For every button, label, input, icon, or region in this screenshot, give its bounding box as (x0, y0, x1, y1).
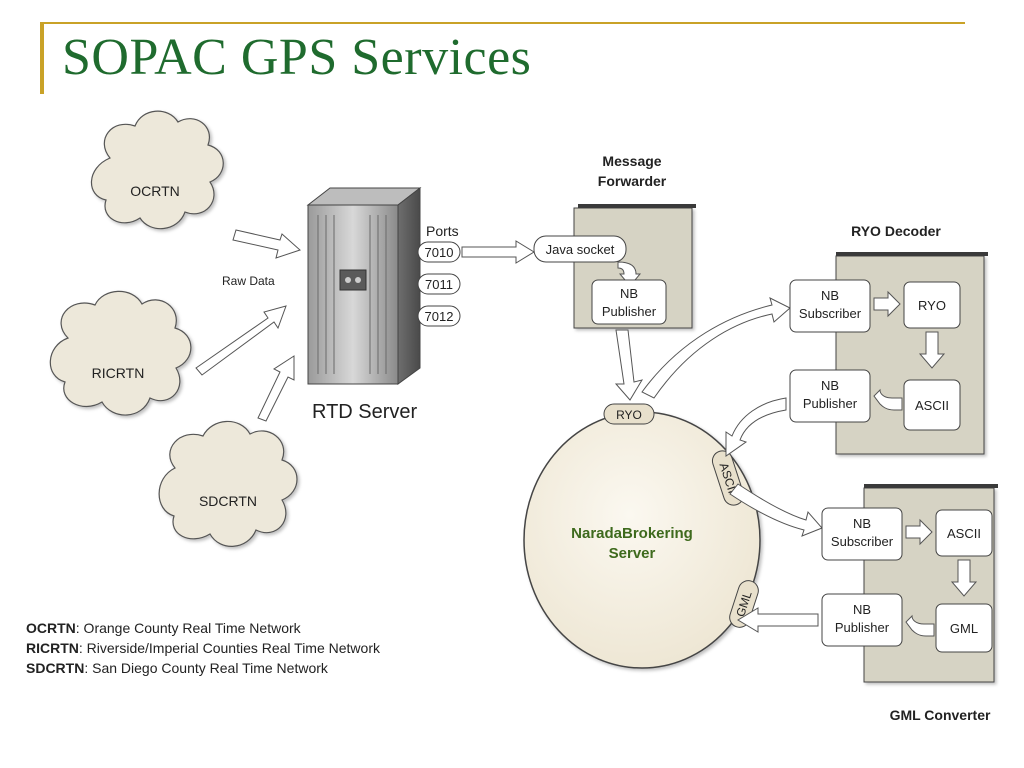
arrow-publisher-to-narada (614, 329, 644, 401)
gml-nb-subscriber-box: NB Subscriber (821, 507, 903, 561)
svg-text:Subscriber: Subscriber (831, 534, 894, 549)
svg-text:Subscriber: Subscriber (799, 306, 862, 321)
narada-label-line1: NaradaBrokering (571, 525, 693, 542)
arrow-ryo-subscriber-to-ryo (873, 290, 901, 318)
rtd-server-icon (306, 186, 422, 385)
svg-text:GML: GML (950, 621, 978, 636)
title-accent-bar (40, 22, 44, 94)
ryo-ascii-box: ASCII (903, 379, 961, 431)
arrow-gml-to-publisher (905, 614, 935, 637)
forwarder-title-line2: Forwarder (598, 173, 667, 189)
legend-item-ocrtn: OCRTN: Orange County Real Time Network (26, 620, 301, 636)
narada-label-line2: Server (609, 545, 656, 562)
java-socket-box: Java socket (533, 235, 627, 263)
raw-data-label: Raw Data (222, 274, 275, 288)
arrow-sdcrtn-to-server (257, 355, 295, 422)
arrow-ascii-to-gml (950, 559, 978, 597)
page-title: SOPAC GPS Services (62, 29, 532, 86)
ports-label: Ports (426, 223, 459, 239)
raw-data-arrows (195, 229, 301, 422)
svg-text:Java socket: Java socket (546, 242, 615, 257)
arrow-gml-subscriber-to-ascii (905, 518, 933, 546)
arrow-narada-to-ryo-subscriber (641, 297, 791, 399)
forwarder-title-line1: Message (602, 153, 661, 169)
arrow-ascii-to-ryo-publisher (873, 388, 903, 411)
svg-text:Publisher: Publisher (602, 304, 657, 319)
svg-text:NB: NB (853, 516, 871, 531)
gml-nb-publisher-box: NB Publisher (821, 593, 903, 647)
forwarder-nb-publisher-box: NB Publisher (591, 279, 667, 325)
port-7010: 7010 (417, 241, 461, 263)
svg-text:RYO: RYO (918, 298, 946, 313)
narada-tab-ryo: RYO (603, 403, 655, 425)
narada-tab-gml: GML (729, 580, 759, 628)
ryo-decoder-title: RYO Decoder (851, 223, 941, 239)
svg-text:NB: NB (620, 286, 638, 301)
arrow-narada-to-gml-subscriber (729, 483, 823, 537)
ocrtn-label: OCRTN (130, 183, 180, 199)
svg-text:Publisher: Publisher (803, 396, 858, 411)
ricrtn-label: RICRTN (92, 365, 145, 381)
gml-box: GML (935, 603, 993, 653)
svg-text:NB: NB (821, 288, 839, 303)
port-7012: 7012 (417, 305, 461, 327)
svg-text:7011: 7011 (425, 277, 453, 292)
cloud-ocrtn: OCRTN (90, 110, 224, 230)
arrow-ricrtn-to-server (195, 305, 287, 376)
gml-converter-title: GML Converter (890, 707, 991, 723)
svg-text:ASCII: ASCII (947, 526, 981, 541)
title-rule (40, 22, 965, 24)
ryo-box: RYO (903, 281, 961, 329)
narada-server: NaradaBrokering Server (523, 411, 761, 669)
arrow-ocrtn-to-server (232, 229, 301, 259)
arrow-ryo-to-ascii (918, 331, 946, 369)
arrow-port-to-forwarder (461, 240, 535, 264)
svg-text:NB: NB (853, 602, 871, 617)
svg-text:ASCII: ASCII (915, 398, 949, 413)
gml-ascii-box: ASCII (935, 509, 993, 557)
ryo-nb-subscriber-box: NB Subscriber (789, 279, 871, 333)
legend-item-ricrtn: RICRTN: Riverside/Imperial Counties Real… (26, 640, 380, 656)
svg-text:Publisher: Publisher (835, 620, 890, 635)
rtd-server-label: RTD Server (312, 401, 418, 423)
cloud-sdcrtn: SDCRTN (158, 420, 298, 547)
legend-item-sdcrtn: SDCRTN: San Diego County Real Time Netwo… (26, 660, 328, 676)
svg-text:7012: 7012 (425, 309, 454, 324)
port-7011: 7011 (417, 273, 461, 295)
svg-text:7010: 7010 (425, 245, 454, 260)
svg-text:RYO: RYO (616, 408, 642, 422)
sdcrtn-label: SDCRTN (199, 493, 257, 509)
arrow-gml-publisher-to-narada (737, 607, 819, 633)
ryo-nb-publisher-box: NB Publisher (789, 369, 871, 423)
arrow-ryo-publisher-to-narada (725, 397, 787, 457)
svg-text:NB: NB (821, 378, 839, 393)
cloud-ricrtn: RICRTN (49, 290, 192, 416)
legend: OCRTN: Orange County Real Time Network R… (26, 618, 380, 678)
